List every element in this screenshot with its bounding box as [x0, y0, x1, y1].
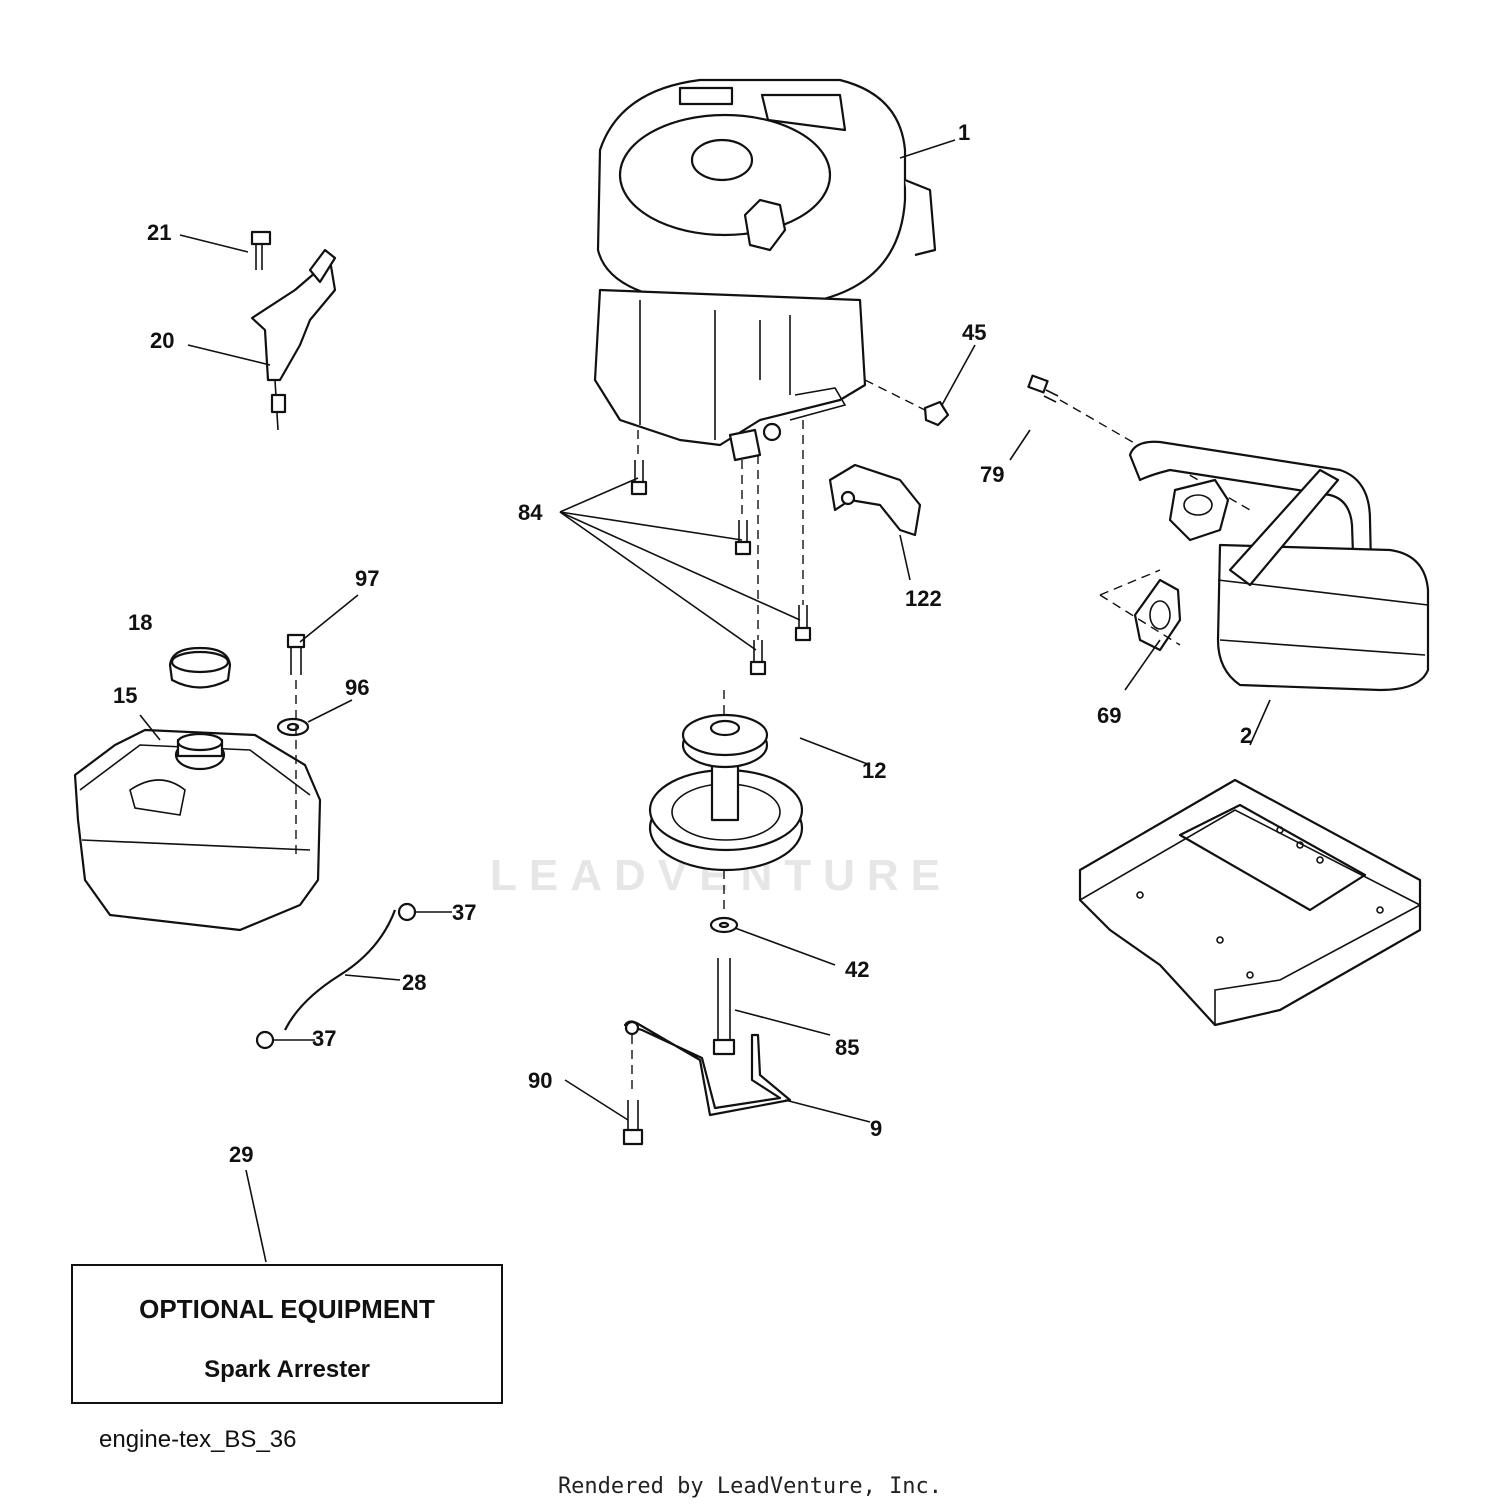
callout-20: 20	[150, 328, 174, 353]
callout-97: 97	[355, 566, 379, 591]
callout-9: 9	[870, 1116, 882, 1141]
callout-45: 45	[962, 320, 986, 345]
callout-37-top: 37	[452, 900, 476, 925]
bolt-and-washer	[276, 633, 310, 860]
optional-equipment-box: OPTIONAL EQUIPMENT Spark Arrester	[71, 1264, 503, 1404]
mounting-bolts	[630, 420, 812, 676]
callout-21: 21	[147, 220, 171, 245]
callout-122: 122	[905, 586, 942, 611]
optional-equipment-item: Spark Arrester	[204, 1356, 370, 1383]
callout-15: 15	[113, 683, 137, 708]
callout-79: 79	[980, 462, 1004, 487]
muffler	[1099, 440, 1430, 692]
callout-2: 2	[1240, 723, 1252, 748]
nut	[864, 379, 950, 427]
throttle-control	[250, 230, 337, 431]
callout-18: 18	[128, 610, 152, 635]
callout-90: 90	[528, 1068, 552, 1093]
optional-equipment-title: OPTIONAL EQUIPMENT	[139, 1294, 435, 1324]
callout-37-bottom: 37	[312, 1026, 336, 1051]
washer-and-bolt	[709, 916, 739, 1056]
engine	[593, 78, 937, 462]
fuel-line	[255, 902, 417, 1050]
callout-85: 85	[835, 1035, 859, 1060]
callout-69: 69	[1097, 703, 1121, 728]
engine-pulley	[648, 690, 804, 915]
callout-1: 1	[958, 120, 970, 145]
drawing-code: engine-tex_BS_36	[99, 1426, 297, 1453]
engine-mount-plate	[1078, 778, 1422, 1027]
callout-12: 12	[862, 758, 886, 783]
callout-28: 28	[402, 970, 426, 995]
leader-lines	[139, 139, 1271, 1263]
callout-84: 84	[518, 500, 543, 525]
callout-96: 96	[345, 675, 369, 700]
heat-shield	[828, 463, 922, 537]
fuel-tank	[73, 646, 322, 932]
bracket	[622, 1020, 792, 1146]
callout-29: 29	[229, 1142, 253, 1167]
render-credit: Rendered by LeadVenture, Inc.	[557, 1474, 943, 1499]
callout-42: 42	[845, 957, 869, 982]
